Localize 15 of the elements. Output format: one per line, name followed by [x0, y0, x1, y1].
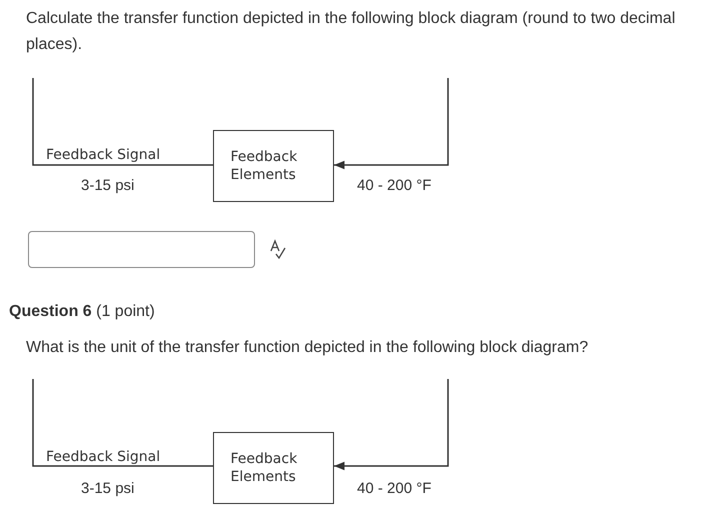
question-text: Calculate the transfer function depicted in the following block diagram (round to two decimal places).	[26, 9, 676, 55]
connector-line	[334, 379, 449, 470]
connector-line	[32, 379, 213, 467]
block-box: Feedback Elements	[213, 130, 334, 202]
range-label: 3-15 psi	[81, 176, 134, 196]
connector-line	[32, 78, 213, 166]
range-label: 40 - 200 °F	[357, 479, 432, 499]
question-heading: Question 6 (1 point)	[9, 302, 156, 322]
range-label: 40 - 200 °F	[357, 176, 432, 196]
block-box: Feedback Elements	[213, 432, 334, 504]
signal-label: Feedback Signal	[46, 448, 160, 467]
range-label: 3-15 psi	[81, 479, 134, 499]
connector-line	[334, 78, 449, 170]
signal-label: Feedback Signal	[46, 146, 160, 165]
question-text: What is the unit of the transfer function depicted in the following block diagram?	[26, 338, 590, 358]
